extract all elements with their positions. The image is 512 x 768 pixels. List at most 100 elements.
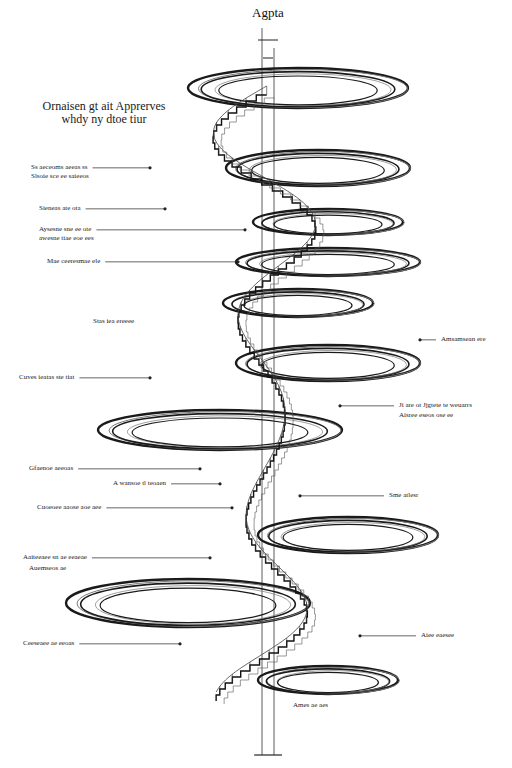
ring-stroke: [262, 352, 394, 378]
ring-stroke: [98, 410, 342, 450]
baluster: [269, 650, 270, 659]
annotation-label: Sme atlesr: [388, 492, 419, 500]
ring-stroke: [252, 157, 384, 183]
ring-stroke: [246, 347, 421, 381]
leader-line: [79, 377, 150, 378]
ring-stroke: [236, 345, 420, 381]
ring-stroke: [243, 294, 363, 316]
baluster: [255, 542, 256, 551]
annotation-label: Cuves ieatas ste tiat: [18, 374, 75, 382]
leader-line: [93, 167, 150, 168]
baluster: [286, 638, 287, 647]
annotation-label: Stas iea ereeee: [92, 318, 135, 326]
ring-stroke: [283, 524, 413, 550]
annotation-label: Gfaenoe aeeoas: [28, 465, 74, 473]
leader-dot: [338, 404, 341, 407]
baluster: [290, 578, 291, 587]
baluster: [232, 674, 233, 683]
cross-mark: [258, 40, 278, 41]
ring-stroke: [109, 412, 341, 450]
baluster: [307, 206, 308, 215]
baluster: [314, 218, 315, 227]
leader-dot: [178, 642, 181, 645]
spiral-ring: [236, 248, 420, 276]
leader-dot: [243, 228, 246, 231]
annotation-label: Ji are ot Jjgtete te weuarrs: [398, 402, 473, 410]
baluster: [251, 170, 252, 179]
ring-stroke: [199, 70, 408, 108]
baluster: [266, 86, 267, 95]
ring-stroke: [259, 350, 406, 379]
leader-line: [79, 643, 180, 644]
leader-line: [420, 339, 436, 340]
baluster: [219, 686, 220, 695]
annotation-label: Cuoeoee aaose aoe aee: [36, 504, 102, 512]
baluster: [314, 230, 315, 239]
leader-dot: [148, 166, 151, 169]
annotation-label: Sieneas ate ota: [38, 205, 82, 213]
leader-dot: [163, 207, 166, 210]
ring-stroke: [232, 290, 375, 317]
leader-dot: [298, 494, 301, 497]
baluster: [246, 506, 247, 515]
baluster: [249, 290, 250, 299]
ring-stroke: [66, 579, 310, 627]
ring-stroke: [258, 517, 438, 553]
baluster: [241, 302, 242, 311]
baluster: [262, 278, 263, 287]
ring-stroke: [201, 72, 395, 107]
ring-stroke: [262, 210, 405, 235]
leader-dot: [418, 338, 421, 341]
baluster: [218, 146, 219, 155]
baluster: [245, 338, 246, 347]
subtitle-note: Ornaisen gt ait Apprerves whdy ny dtoe t…: [28, 100, 180, 126]
leader-dot: [208, 556, 211, 559]
baluster: [270, 458, 271, 467]
annotation-label: Aaiteeaee sn ae eeaeae: [22, 554, 88, 562]
leader-line: [171, 483, 220, 484]
leader-dot: [198, 467, 201, 470]
baluster: [265, 554, 266, 563]
baluster: [250, 494, 251, 503]
baluster: [285, 410, 286, 419]
baluster: [237, 314, 238, 323]
ring-stroke: [247, 348, 409, 380]
ring-stroke: [266, 669, 389, 694]
baluster: [292, 194, 293, 203]
spiral-ring: [66, 579, 310, 627]
ring-stroke: [226, 150, 410, 186]
annotation-label: Ss aeceoms aeeas ss: [30, 164, 89, 172]
ring-stroke: [268, 519, 439, 553]
ring-stroke: [81, 583, 296, 625]
baluster: [228, 110, 229, 119]
ring-stroke: [244, 295, 352, 315]
spiral-ring: [226, 150, 410, 186]
spiral-ring: [253, 209, 404, 235]
spiral-ring: [236, 345, 420, 381]
baluster: [272, 374, 273, 383]
leader-dot: [230, 506, 233, 509]
leader-line: [96, 229, 245, 230]
annotation-label: awesne tiae eoe ees: [38, 235, 95, 243]
leader-line: [300, 495, 384, 496]
spiral-ring: [258, 517, 439, 553]
staircase-drawing: [66, 28, 439, 755]
ring-stroke: [262, 254, 394, 274]
shaft-line: [262, 28, 263, 755]
baluster: [254, 350, 255, 359]
ring-stroke: [274, 215, 382, 234]
leader-line: [105, 261, 238, 262]
annotation-label: Amsamsean ere: [440, 336, 487, 344]
annotation-label: A wansoe tl teoaen: [112, 480, 167, 488]
baluster: [278, 386, 279, 395]
baluster: [246, 518, 247, 527]
baluster: [263, 470, 264, 479]
ring-stroke: [269, 520, 427, 552]
baluster: [256, 482, 257, 491]
baluster: [307, 242, 308, 251]
baluster: [276, 446, 277, 455]
baluster: [283, 398, 284, 407]
baluster: [281, 434, 282, 443]
leader-lines: [78, 166, 436, 645]
